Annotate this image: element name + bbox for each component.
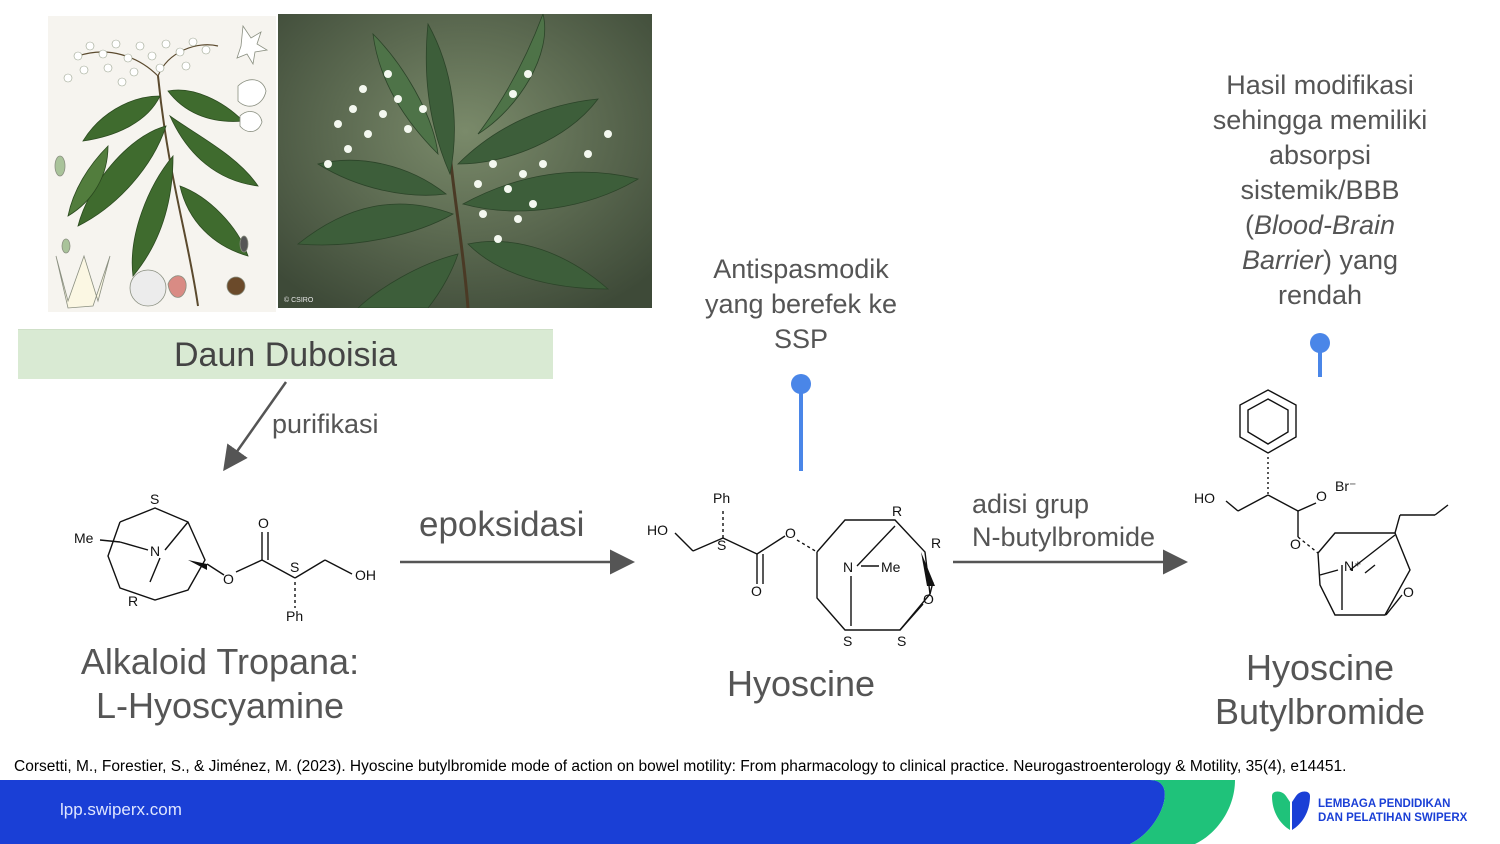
footer-url[interactable]: lpp.swiperx.com [60,800,182,819]
atom-s5: S [897,633,906,649]
atom-s3: S [717,537,726,553]
note-butyl-italic2: Barrier [1241,245,1323,275]
note-butyl-line7: rendah [1277,280,1363,310]
atom-oh: OH [355,567,376,583]
hyoscine-pin-dot [791,374,811,394]
atom-o7: O [1290,536,1301,552]
brand-name: LEMBAGA PENDIDIKAN DAN PELATIHAN SWIPERX [1318,797,1467,825]
note-butyl-line6: Barrier) yang [1180,243,1460,278]
note-butyl-line1: Hasil modifikasi [1226,70,1414,100]
atom-r3: R [931,535,941,551]
note-hyoscine-line3: SSP [773,324,829,354]
hyoscine-structure: Ph HO S O O R R N Me O S S [647,490,941,649]
compound3-line1: Hyoscine [1245,647,1395,688]
compound1-line1: Alkaloid Tropana: [80,641,360,682]
atom-o6: O [1316,488,1327,504]
addition-label-line2: N-butylbromide [972,522,1156,552]
atom-r1: R [128,593,138,609]
purification-label: purifikasi [272,409,379,439]
hyoscyamine-structure: S Me N R O O S OH Ph [74,491,376,624]
note-butyl-italic1: Blood-Brain [1253,210,1396,240]
note-hyoscine-line2: yang berefek ke [704,289,898,319]
atom-o5: O [923,591,934,607]
atom-o3: O [785,525,796,541]
atom-r2: R [892,503,902,519]
note-hyoscine: Antispasmodik yang berefek ke SSP [660,252,942,357]
note-butylbromide: Hasil modifikasi sehingga memiliki absor… [1180,68,1460,313]
atom-ph2: Ph [713,490,730,506]
atom-n2: N [843,559,853,575]
butyl-pin-dot [1310,333,1330,353]
diagram-arrows [223,333,1330,575]
note-butyl-post: ) yang [1322,245,1399,275]
plant-photo: © CSIRO [278,14,652,308]
note-butyl-line3: absorpsi [1268,140,1372,170]
atom-o1: O [223,571,234,587]
atom-s1: S [150,491,159,507]
atom-n1: N [150,543,160,559]
atom-br: Br⁻ [1335,478,1356,494]
atom-s2: S [290,559,299,575]
note-butyl-line4: sistemik/BBB [1240,175,1400,205]
footer-bar [0,780,1500,844]
epoxidation-label: epoksidasi [419,505,585,544]
reference-citation: Corsetti, M., Forestier, S., & Jiménez, … [14,758,1347,775]
atom-nplus: N⁺ [1344,558,1362,574]
atom-me1: Me [74,530,94,546]
purification-arrow [223,381,288,472]
note-hyoscine-line1: Antispasmodik [713,254,889,284]
atom-ph1: Ph [286,608,303,624]
note-butyl-line2: sehingga memiliki [1212,105,1428,135]
photo-credit: © CSIRO [284,297,314,304]
atom-o8: O [1403,584,1414,600]
compound3-name: Hyoscine Butylbromide [1170,646,1470,734]
brand-line2: DAN PELATIHAN SWIPERX [1318,812,1468,824]
compound3-line2: Butylbromide [1214,691,1426,732]
atom-s4: S [843,633,852,649]
atom-ho2: HO [1194,490,1215,506]
addition-label: adisi grup N-butylbromide [972,488,1155,554]
note-butyl-paren: ( [1244,210,1254,240]
atom-o4: O [751,583,762,599]
note-butyl-line5: (Blood-Brain [1180,208,1460,243]
butylbromide-structure: HO O Br⁻ O N⁺ O [1194,389,1449,616]
compound1-line2: L-Hyoscyamine [95,685,345,726]
addition-label-line1: adisi grup [972,489,1090,519]
botanical-illustration [48,16,276,312]
brand-line1: LEMBAGA PENDIDIKAN [1318,798,1451,810]
atom-o2: O [258,515,269,531]
compound1-name: Alkaloid Tropana: L-Hyoscyamine [40,640,400,728]
atom-me2: Me [881,559,901,575]
source-label: Daun Duboisia [18,329,553,379]
compound2-name: Hyoscine [726,663,876,704]
brand-logo-icon [1272,791,1310,830]
atom-ho1: HO [647,522,668,538]
